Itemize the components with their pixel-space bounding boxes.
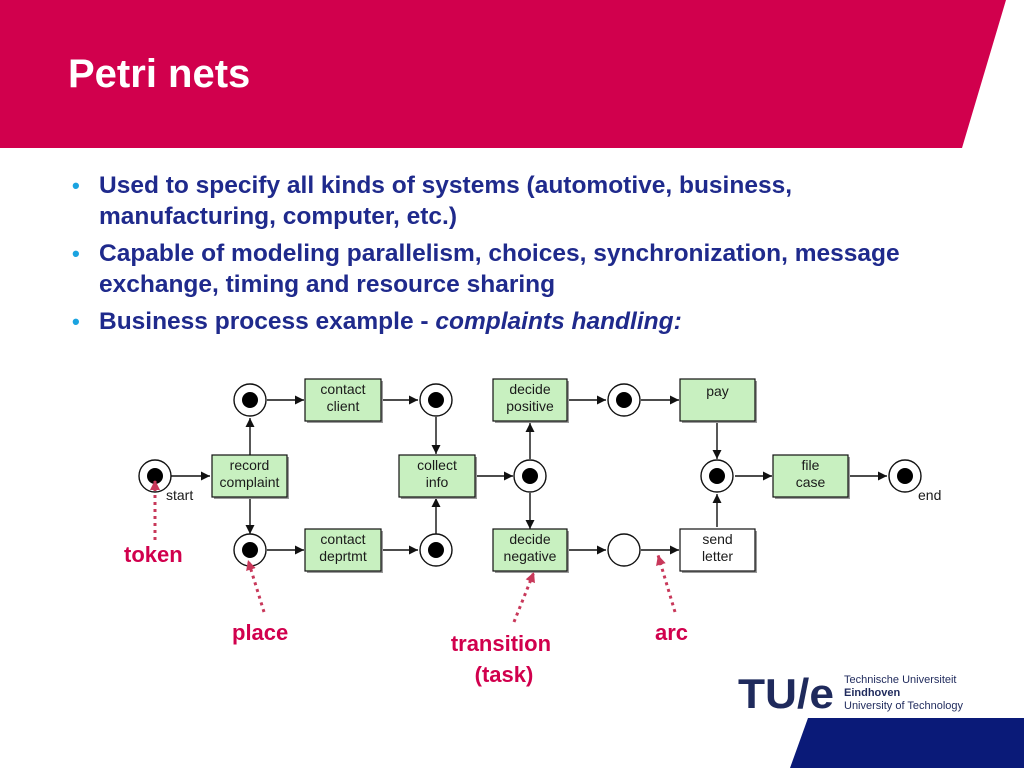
place-label-start: start bbox=[166, 487, 193, 503]
place-p-merge bbox=[700, 459, 734, 493]
token-dot bbox=[242, 542, 258, 558]
transition-box bbox=[398, 454, 476, 498]
logo-wordmark: TU/e bbox=[738, 670, 834, 716]
transition-label: info bbox=[426, 474, 449, 490]
annotation-transition: transition (task) bbox=[451, 631, 557, 687]
transition-label: contact bbox=[320, 381, 365, 397]
place-end bbox=[888, 459, 922, 493]
transition-label: decide bbox=[509, 531, 550, 547]
transition-box bbox=[492, 528, 568, 572]
transition-label: negative bbox=[504, 548, 557, 564]
transitions: contactclientrecordcomplaintcontactdeprt… bbox=[211, 378, 850, 573]
annotation-transition-line: transition bbox=[451, 631, 551, 656]
transition-label: case bbox=[796, 474, 826, 490]
logo-line: University of Technology bbox=[844, 700, 964, 712]
place-p-decide bbox=[513, 459, 547, 493]
transition-label: letter bbox=[702, 548, 733, 564]
place-p-neg bbox=[607, 533, 641, 567]
transition-box bbox=[772, 454, 849, 498]
transition-box bbox=[679, 378, 756, 422]
token-dot bbox=[897, 468, 913, 484]
header-band bbox=[0, 0, 1006, 148]
transition-box bbox=[304, 378, 382, 422]
bullet-text: Business process example - bbox=[99, 308, 436, 335]
transition-box bbox=[679, 528, 756, 572]
arc-pointer bbox=[656, 554, 677, 613]
transition-label: collect bbox=[417, 457, 457, 473]
transition-pointer bbox=[512, 571, 536, 623]
annotation-transition-line: (task) bbox=[475, 662, 534, 687]
token-dot bbox=[428, 392, 444, 408]
transition-label: client bbox=[327, 398, 360, 414]
annotation-token: token bbox=[124, 542, 183, 567]
place-pointer bbox=[246, 559, 266, 613]
bullet-dot: • bbox=[72, 173, 80, 198]
place-label-end: end bbox=[918, 487, 941, 503]
place-circle bbox=[607, 533, 641, 567]
token-dot bbox=[522, 468, 538, 484]
place-p-client bbox=[233, 383, 267, 417]
logo-line: Technische Universiteit bbox=[844, 674, 957, 686]
bullet-dot: • bbox=[72, 309, 80, 334]
bullet-list: • Used to specify all kinds of systems (a… bbox=[72, 170, 952, 343]
transition-box bbox=[211, 454, 288, 498]
slide-title: Petri nets bbox=[68, 52, 251, 96]
places bbox=[138, 383, 922, 567]
transition-box bbox=[304, 528, 382, 572]
transition-label: file bbox=[802, 457, 820, 473]
transition-label: positive bbox=[506, 398, 554, 414]
transition-label: deprtmt bbox=[319, 548, 367, 564]
annotation-arc: arc bbox=[655, 620, 688, 645]
transition-label: send bbox=[702, 531, 732, 547]
bullet-item: • Used to specify all kinds of systems (a… bbox=[72, 170, 952, 232]
place-p-after-client bbox=[419, 383, 453, 417]
transition-pay: pay bbox=[679, 378, 757, 423]
annotation-place: place bbox=[232, 620, 288, 645]
bullet-item: • Capable of modeling parallelism, choice… bbox=[72, 238, 952, 300]
tue-logo-icon: TU/e bbox=[738, 670, 834, 716]
token-dot bbox=[709, 468, 725, 484]
transition-label: pay bbox=[706, 383, 729, 399]
token-dot bbox=[428, 542, 444, 558]
bullet-text: Used to specify all kinds of systems (au… bbox=[99, 172, 793, 230]
bullet-item: • Business process example - complaints h… bbox=[72, 306, 952, 337]
place-p-after-deprtmt bbox=[419, 533, 453, 567]
token-dot bbox=[616, 392, 632, 408]
transition-label: contact bbox=[320, 531, 365, 547]
transition-label: decide bbox=[509, 381, 550, 397]
transition-box bbox=[492, 378, 568, 422]
arcs bbox=[171, 395, 887, 555]
bullet-emphasis: complaints handling: bbox=[435, 308, 682, 335]
logo-line: Eindhoven bbox=[844, 687, 901, 699]
transition-label: complaint bbox=[220, 474, 280, 490]
annotation-pointers bbox=[150, 480, 677, 623]
bullet-dot: • bbox=[72, 241, 80, 266]
logo-text: Technische Universiteit Eindhoven Univer… bbox=[844, 674, 963, 713]
place-p-pay bbox=[607, 383, 641, 417]
place-p-deprtmt bbox=[233, 533, 267, 567]
bullet-text: Capable of modeling parallelism, choices… bbox=[99, 240, 900, 298]
token-dot bbox=[242, 392, 258, 408]
transition-label: record bbox=[230, 457, 270, 473]
